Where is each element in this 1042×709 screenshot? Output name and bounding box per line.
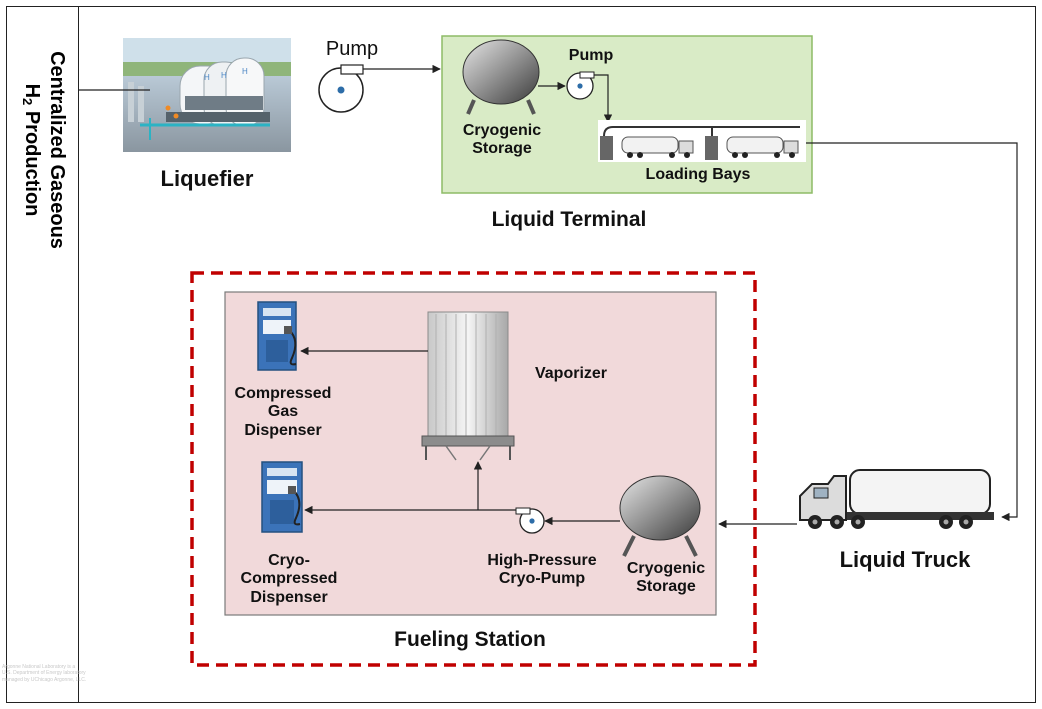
fueling-station-label: Fueling Station [394, 628, 546, 651]
title-line-2: H2 Production [19, 51, 44, 249]
tank-h-label: H [242, 67, 248, 76]
centralized-production-title: Centralized Gaseous H2 Production [14, 20, 74, 280]
vaporizer-label: Vaporizer [534, 365, 608, 382]
h-symbol: H [21, 83, 44, 99]
pump-1-symbol [318, 64, 364, 113]
credit-watermark: Argonne National Laboratory is a U.S. De… [2, 664, 87, 683]
pump-2-symbol [566, 71, 595, 100]
liquid-terminal-label: Liquid Terminal [491, 208, 647, 231]
pump-2-label: Pump [568, 47, 614, 64]
cryogenic-storage-station-tank [619, 475, 701, 557]
tank-h-label: H [221, 71, 227, 80]
title-line-2-rest: Production [21, 105, 44, 217]
high-pressure-cryo-pump-label: High-Pressure Cryo-Pump [487, 552, 597, 588]
flow-line-bays-to-truck [806, 142, 1018, 522]
pump-1-label: Pump [325, 38, 379, 60]
title-line-1: Centralized Gaseous [46, 51, 69, 249]
cryo-compressed-dispenser-label: Cryo- Compressed Dispenser [240, 552, 338, 606]
compressed-gas-dispenser-image [257, 301, 297, 371]
high-pressure-cryo-pump-symbol [515, 507, 545, 534]
liquefier-label: Liquefier [160, 166, 254, 191]
cryogenic-storage-terminal-label: Cryogenic Storage [462, 122, 542, 158]
cryo-compressed-dispenser-image [261, 461, 303, 533]
cryogenic-storage-station-label: Cryogenic Storage [626, 560, 706, 596]
liquefier-image [123, 38, 291, 152]
vaporizer-image [421, 311, 515, 461]
flow-line-pump2-to-bays [594, 74, 613, 123]
outer-frame [6, 6, 1036, 703]
fueling-station-dashed-border [190, 271, 757, 667]
loading-bays-image [598, 120, 806, 162]
liquid-truck-image [797, 460, 994, 538]
cryogenic-storage-terminal-tank [462, 39, 540, 115]
loading-bays-label: Loading Bays [645, 166, 751, 183]
compressed-gas-dispenser-label: Compressed Gas Dispenser [234, 385, 332, 439]
tank-h-label: H [204, 73, 210, 82]
liquid-truck-label: Liquid Truck [839, 547, 971, 572]
